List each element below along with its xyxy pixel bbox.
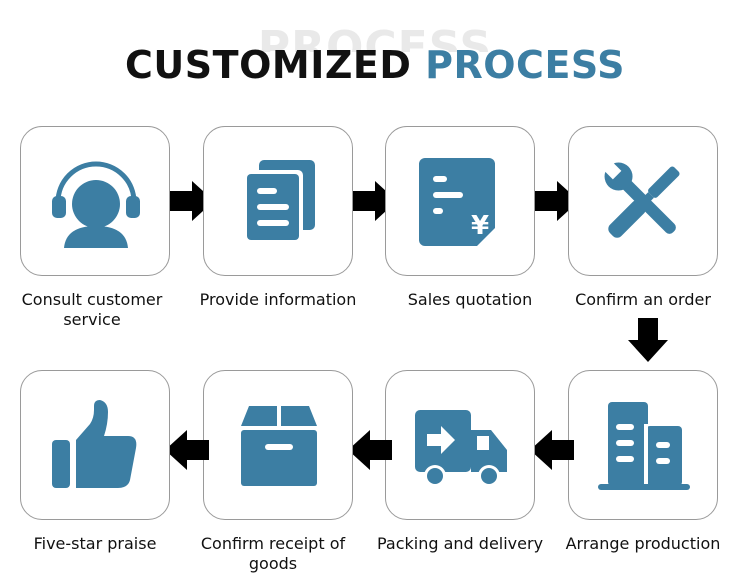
documents-icon (243, 160, 315, 244)
step-label-five-star-praise: Five-star praise (33, 534, 157, 553)
step-card-confirm-receipt (203, 370, 353, 520)
step-card-confirm-order (568, 126, 718, 276)
yen-symbol: ¥ (471, 211, 489, 241)
customer-service-icon (52, 161, 140, 248)
step-label-arrange-production: Arrange production (565, 534, 721, 553)
step-card-packing-delivery (385, 370, 535, 520)
page-title: CUSTOMIZED PROCESS (0, 40, 750, 90)
quotation-icon: ¥ (419, 158, 495, 246)
title-part-customized: CUSTOMIZED (125, 43, 412, 87)
step-label-packing-delivery: Packing and delivery (376, 534, 544, 553)
arrow-left-icon (348, 430, 392, 470)
step-label-confirm-receipt: Confirm receipt of goods (200, 534, 346, 573)
step-card-sales-quotation: ¥ (385, 126, 535, 276)
step-label-consult: Consult customer service (21, 290, 163, 329)
step-label-provide-information: Provide information (199, 290, 357, 309)
tools-icon (602, 160, 680, 238)
step-card-provide-information (203, 126, 353, 276)
package-box-icon (241, 404, 317, 486)
step-label-confirm-order: Confirm an order (575, 290, 711, 309)
delivery-truck-icon (415, 410, 507, 487)
step-card-consult (20, 126, 170, 276)
arrow-left-icon (165, 430, 209, 470)
step-card-five-star-praise (20, 370, 170, 520)
title-watermark: PROCESS (257, 22, 493, 52)
arrow-down-icon (628, 318, 668, 362)
arrow-left-icon (530, 430, 574, 470)
title-part-process: PROCESS (425, 43, 625, 87)
thumbs-up-icon (52, 400, 137, 488)
factory-icon (598, 402, 690, 490)
step-label-sales-quotation: Sales quotation (407, 290, 533, 309)
step-card-arrange-production (568, 370, 718, 520)
